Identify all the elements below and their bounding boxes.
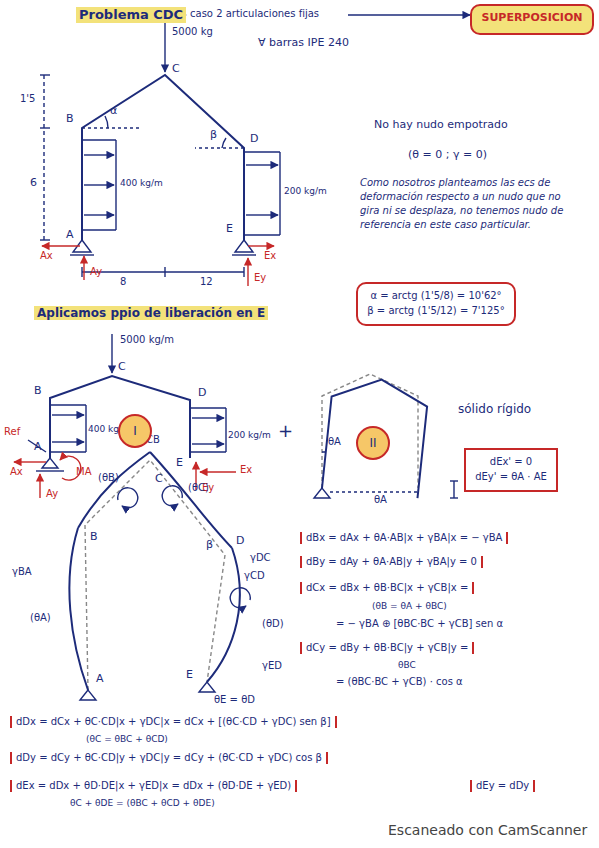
label-text: γED: [262, 660, 282, 672]
label-text: Como nosotros planteamos las ecs de defo…: [360, 176, 582, 232]
label-text: B: [90, 530, 98, 543]
label-text: B: [66, 112, 74, 125]
note-box: SUPERPOSICION: [470, 4, 594, 35]
label-text: No hay nudo empotrado: [374, 118, 508, 131]
label-text: D: [198, 386, 206, 399]
label-text: C: [155, 472, 163, 485]
label-text: (θ = 0 ; γ = 0): [408, 148, 487, 161]
label-text: C: [172, 62, 180, 75]
equation: dBx = dAx + θA·AB|x + γBA|x = − γBA: [300, 532, 508, 544]
box-text: dEy' = θA · AE: [474, 469, 548, 484]
label-text: θE = θD: [214, 694, 255, 706]
label-text: 200 kg/m: [228, 430, 271, 441]
label-text: C: [118, 360, 126, 373]
label-text: (θB): [98, 472, 119, 484]
equation: dCx = dBx + θB·BC|x + γCB|x =: [300, 582, 474, 594]
label-text: β: [210, 128, 217, 141]
label-text: γBA: [12, 566, 32, 578]
dimension: 1'5: [20, 93, 35, 105]
dimension: 6: [30, 176, 37, 189]
label-text: Ay: [90, 266, 102, 278]
note-box: α = arctg (1'5/8) = 10'62°β = arctg (1'5…: [356, 282, 516, 326]
box-text: SUPERPOSICION: [480, 10, 584, 27]
load: 5000 kg: [172, 26, 213, 38]
label-text: 8: [120, 276, 126, 288]
label-text: Ey: [254, 272, 266, 284]
label-text: 200 kg/m: [284, 186, 327, 197]
box-text: α = arctg (1'5/8) = 10'62°: [366, 288, 506, 303]
label-text: β: [206, 538, 213, 551]
label-text: (θA): [30, 612, 51, 624]
label-text: θBC: [398, 660, 416, 671]
label-text: θA: [328, 436, 341, 448]
label-text: α: [110, 104, 117, 117]
label-text: D: [236, 534, 244, 547]
label-text: Ex: [240, 464, 252, 476]
label-text: +: [278, 420, 293, 442]
label-text: sólido rígido: [458, 402, 531, 416]
equation: dDx = dCx + θC·CD|x + γDC|x = dCx + [(θC…: [10, 716, 337, 728]
label-text: A: [96, 672, 104, 685]
label-text: E: [186, 668, 193, 681]
label-text: 5000 kg/m: [120, 334, 174, 346]
label-text: A: [34, 440, 42, 453]
label-text: γCD: [244, 570, 265, 582]
label-text: E: [226, 222, 233, 235]
label-text: γDC: [250, 552, 271, 564]
label-text: MA: [76, 466, 91, 478]
box-text: II: [369, 434, 376, 452]
label-text: A: [66, 228, 74, 241]
label-text: (θD): [262, 618, 284, 630]
label-text: (θC = θBC + θCD): [86, 734, 168, 745]
label-text: Ay: [46, 488, 58, 500]
label-text: (θC): [188, 482, 209, 494]
label-text: θC + θDE = (θBC + θCD + θDE): [70, 798, 215, 809]
label-text: Ax: [10, 466, 23, 478]
equation: dDy = dCy + θC·CD|y + γDC|y = dCy + (θC·…: [10, 752, 328, 764]
box-text: β = arctg (1'5/12) = 7'125°: [366, 303, 506, 318]
label-text: Escaneado con CamScanner: [388, 822, 587, 839]
label-text: = (θBC·BC + γCB) · cos α: [336, 676, 463, 688]
label-text: 400 kg/m: [120, 178, 163, 189]
label-text: Ref: [4, 426, 20, 438]
note-box: dEx' = 0dEy' = θA · AE: [464, 448, 558, 492]
highlighted-heading: Problema CDC: [76, 7, 186, 23]
equation: dCy = dBy + θB·BC|y + γCB|y =: [300, 642, 474, 654]
label-text: D: [250, 132, 258, 145]
callout-circle: II: [356, 426, 390, 460]
label-text: 12: [200, 276, 213, 288]
label-text: Ax: [40, 250, 53, 262]
note: caso 2 articulaciones fijas: [190, 8, 319, 20]
note: ∀ barras IPE 240: [258, 36, 349, 49]
equation: dEx = dDx + θD·DE|x + γED|x = dDx + (θD·…: [10, 780, 297, 792]
box-text: I: [133, 422, 137, 440]
label-text: = − γBA ⊕ [θBC·BC + γCB] sen α: [336, 618, 503, 630]
label-text: B: [34, 384, 42, 397]
box-text: dEx' = 0: [474, 454, 548, 469]
label-text: E: [176, 456, 183, 469]
label-text: θA: [372, 494, 389, 506]
equation: dBy = dAy + θA·AB|y + γBA|y = 0: [300, 556, 483, 568]
label-text: (θB = θA + θBC): [372, 601, 447, 612]
highlighted-heading: Aplicamos ppio de liberación en E: [34, 306, 268, 320]
equation: dEy = dDy: [470, 780, 535, 792]
callout-circle: I: [118, 414, 152, 448]
label-text: Ex: [264, 250, 276, 262]
